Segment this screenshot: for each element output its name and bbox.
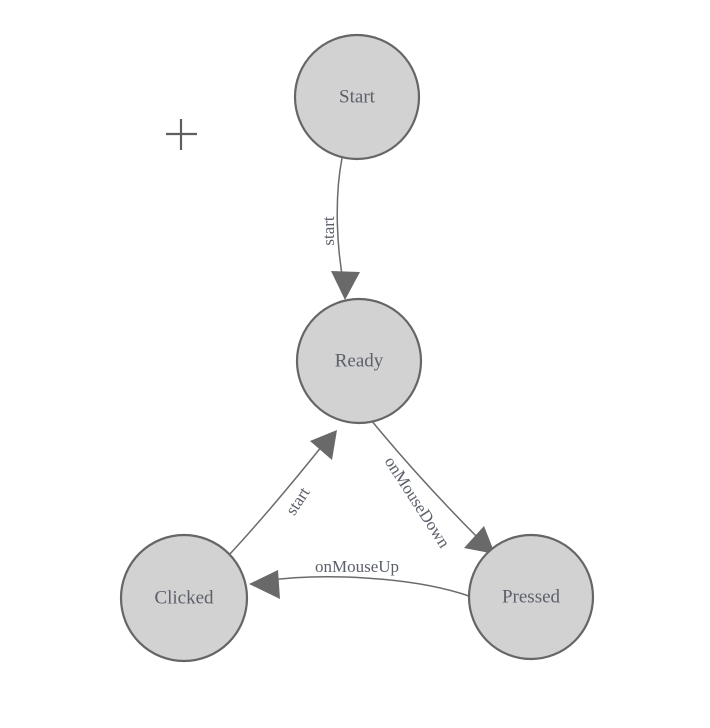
arrowhead-icon bbox=[310, 430, 337, 460]
node-label: Ready bbox=[335, 350, 384, 371]
node-circle[interactable] bbox=[295, 297, 423, 425]
node-circle[interactable] bbox=[467, 533, 595, 661]
node-label: Clicked bbox=[154, 587, 214, 608]
crosshair-icon[interactable] bbox=[166, 119, 197, 150]
edge-label-start-to-ready: start bbox=[319, 216, 338, 246]
edge-line bbox=[263, 576, 470, 597]
node-clicked[interactable]: Clicked bbox=[119, 533, 249, 663]
arrowhead-icon bbox=[464, 526, 495, 554]
edge-line bbox=[228, 440, 327, 556]
arrowhead-icon bbox=[331, 271, 360, 300]
edge-clicked-to-ready[interactable] bbox=[228, 430, 337, 556]
node-pressed[interactable]: Pressed bbox=[467, 533, 595, 661]
node-label: Start bbox=[339, 86, 376, 107]
node-label: Pressed bbox=[502, 586, 561, 607]
node-circle[interactable] bbox=[293, 33, 421, 161]
node-ready[interactable]: Ready bbox=[295, 297, 423, 425]
node-start[interactable]: Start bbox=[293, 33, 421, 161]
edge-line bbox=[336, 157, 345, 287]
edge-pressed-to-clicked[interactable] bbox=[249, 570, 470, 599]
arrowhead-icon bbox=[249, 570, 280, 599]
edge-start-to-ready[interactable] bbox=[331, 157, 360, 300]
node-circle[interactable] bbox=[119, 533, 249, 663]
edge-label-pressed-to-clicked: onMouseUp bbox=[315, 557, 399, 576]
edge-ready-to-pressed[interactable] bbox=[370, 419, 495, 554]
edge-line bbox=[370, 419, 485, 545]
